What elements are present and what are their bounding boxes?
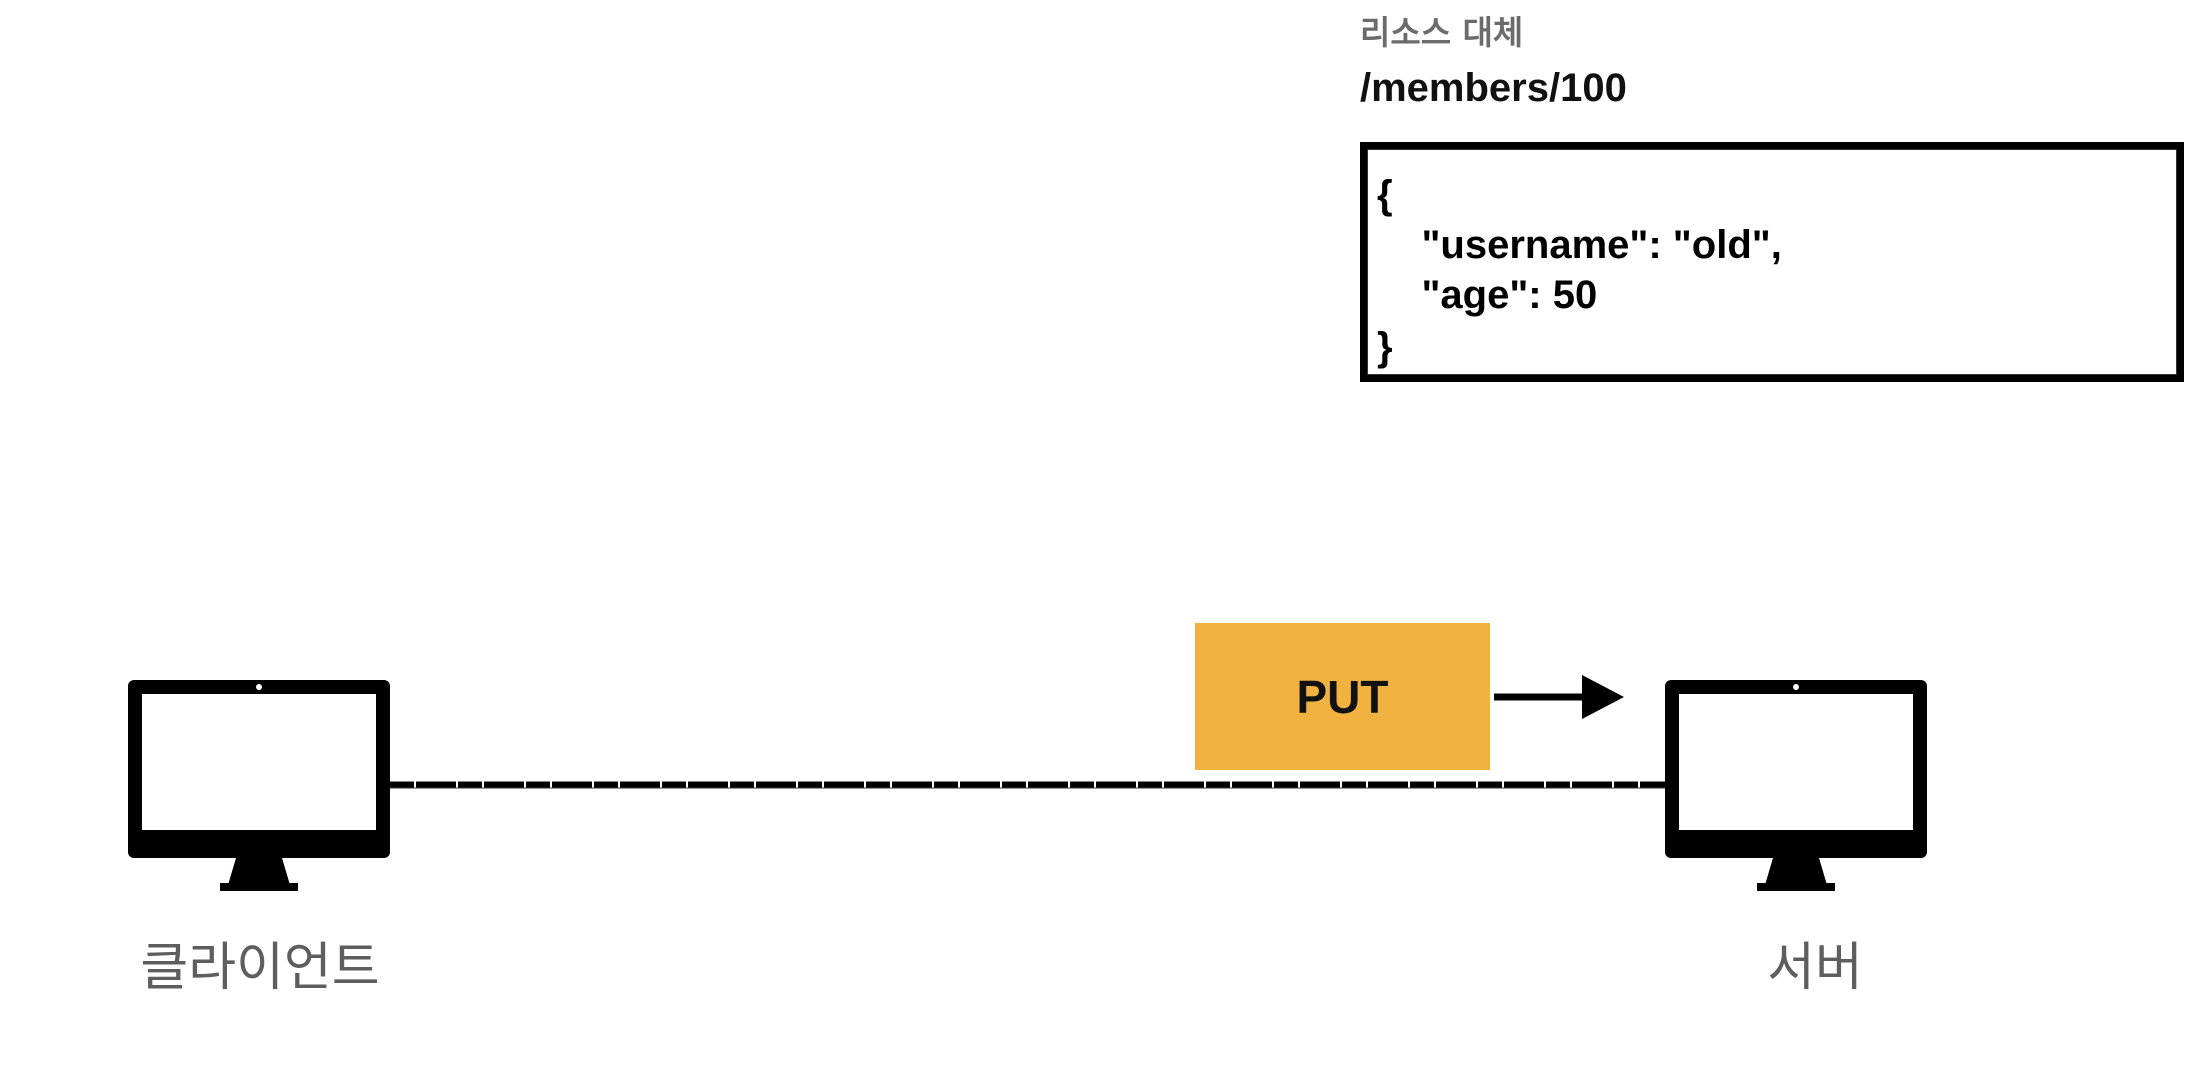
json-line: } [1377, 325, 1393, 369]
resource-json-box: { "username": "old", "age": 50 } [1360, 142, 2184, 382]
monitor-icon [128, 680, 390, 891]
json-line: "username": "old", [1377, 223, 1782, 267]
resource-path: /members/100 [1360, 66, 1627, 110]
request-arrow-icon [1494, 675, 1624, 719]
json-line: { [1377, 173, 1393, 217]
monitor-icon [1665, 680, 1927, 891]
method-label: PUT [1296, 670, 1389, 723]
json-line: "age": 50 [1377, 273, 1598, 317]
put-method-box: PUT [1195, 623, 1490, 770]
server-label: 서버 [1767, 938, 1863, 998]
resource-caption: 리소스 대체 [1360, 13, 1524, 52]
client-label: 클라이언트 [140, 938, 380, 998]
